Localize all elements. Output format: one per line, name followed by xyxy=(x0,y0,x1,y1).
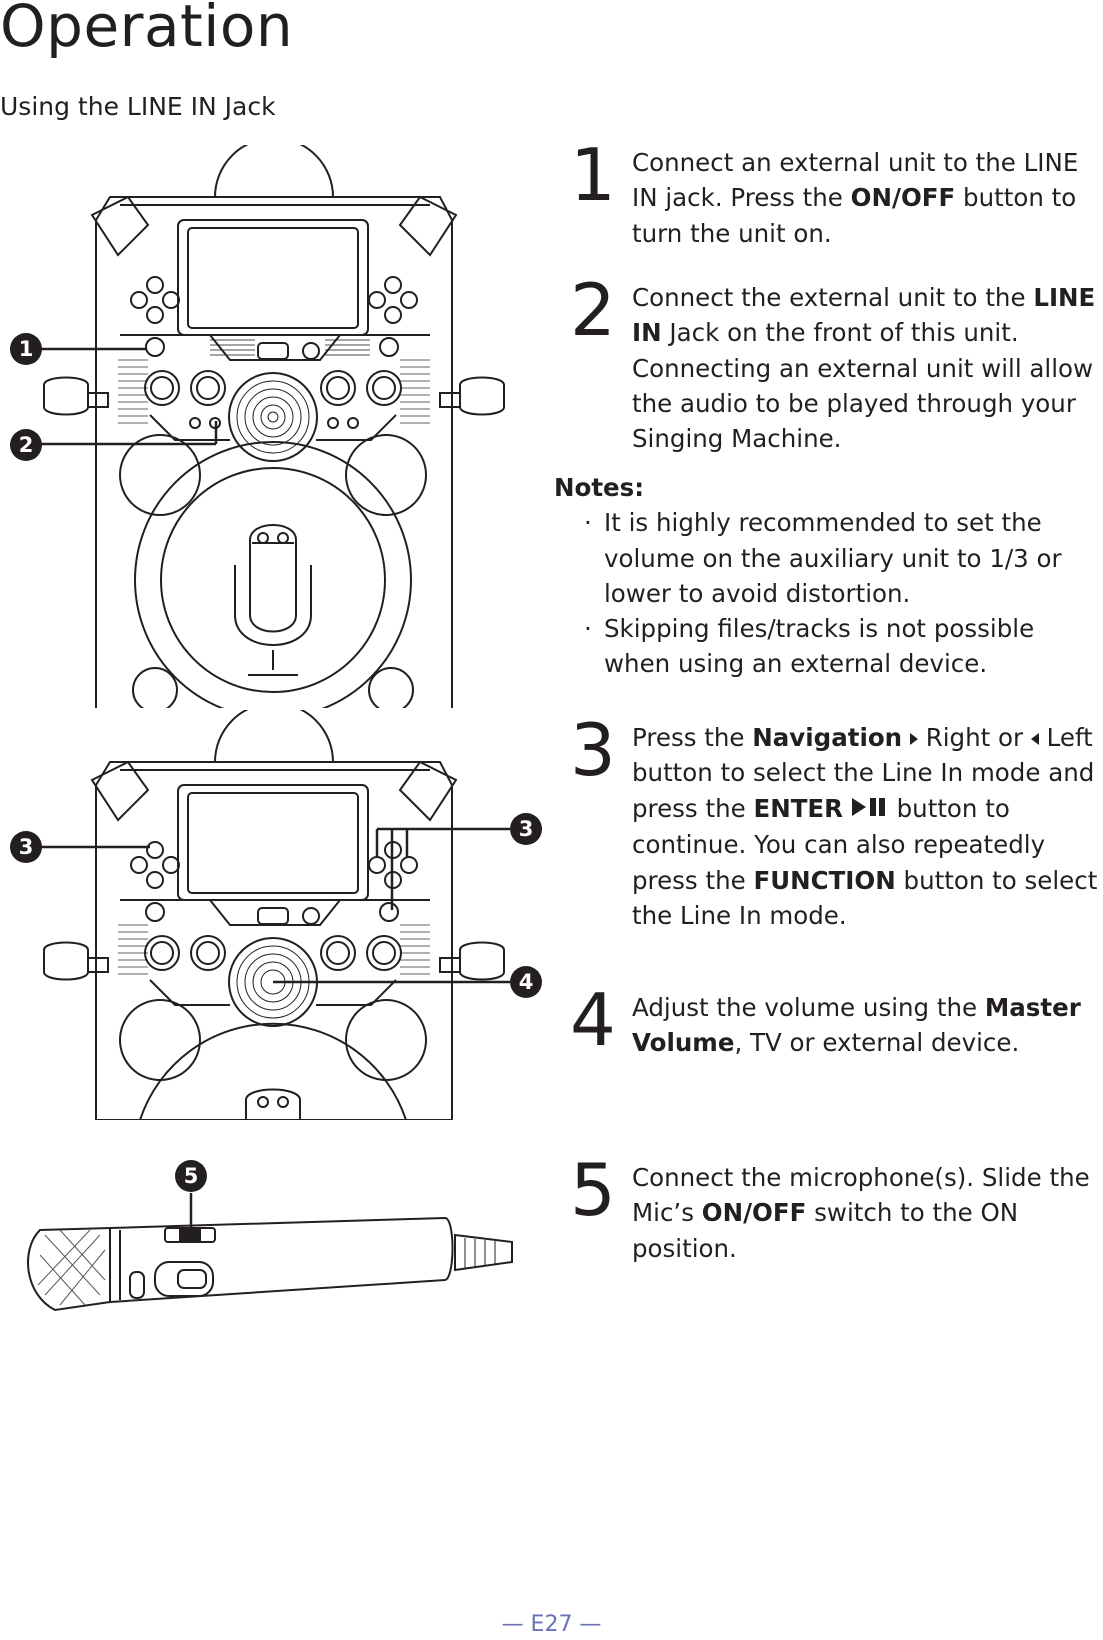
page-title: Operation xyxy=(0,0,294,60)
triangle-left-icon xyxy=(1030,733,1039,745)
note-item: ·It is highly recommended to set the vol… xyxy=(584,508,1062,608)
step-text: Adjust the volume using the Master Volum… xyxy=(632,993,1081,1058)
step-4: 4 Adjust the volume using the Master Vol… xyxy=(570,980,1100,1061)
step-text: Press the Navigation Right or Left butto… xyxy=(632,723,1098,930)
callout-3-right: 3 xyxy=(518,817,534,841)
step-5: 5 Connect the microphone(s). Slide the M… xyxy=(570,1150,1100,1266)
step-number: 3 xyxy=(570,708,616,792)
step-number: 2 xyxy=(570,268,616,352)
callout-2: 2 xyxy=(18,433,34,457)
step-3: 3 Press the Navigation Right or Left but… xyxy=(570,710,1100,933)
karaoke-machine-illustration-middle: 3 3 4 xyxy=(0,710,560,1120)
step-number: 4 xyxy=(570,978,616,1062)
page-footer: — E27 — xyxy=(501,1612,602,1637)
callout-4: 4 xyxy=(518,970,534,994)
notes-label: Notes: xyxy=(554,473,645,502)
step-number: 5 xyxy=(570,1148,616,1232)
callout-3-left: 3 xyxy=(18,835,34,859)
notes: Notes: ·It is highly recommended to set … xyxy=(554,470,1103,682)
play-pause-icon xyxy=(851,792,889,827)
triangle-right-icon xyxy=(909,733,918,745)
step-2: 2 Connect the external unit to the LINE … xyxy=(570,270,1100,456)
callout-5: 5 xyxy=(183,1164,199,1188)
callout-1: 1 xyxy=(18,337,34,361)
step-number: 1 xyxy=(570,133,616,217)
step-text: Connect the external unit to the LINE IN… xyxy=(632,283,1096,454)
note-item: ·Skipping files/tracks is not possible w… xyxy=(584,614,1035,679)
step-text: Connect an external unit to the LINE IN … xyxy=(632,148,1079,248)
karaoke-machine-illustration-top: 1 2 xyxy=(0,145,560,710)
section-title: Using the LINE IN Jack xyxy=(0,92,276,121)
microphone-illustration: 5 xyxy=(0,1150,560,1370)
step-1: 1 Connect an external unit to the LINE I… xyxy=(570,135,1100,251)
step-text: Connect the microphone(s). Slide the Mic… xyxy=(632,1163,1090,1263)
